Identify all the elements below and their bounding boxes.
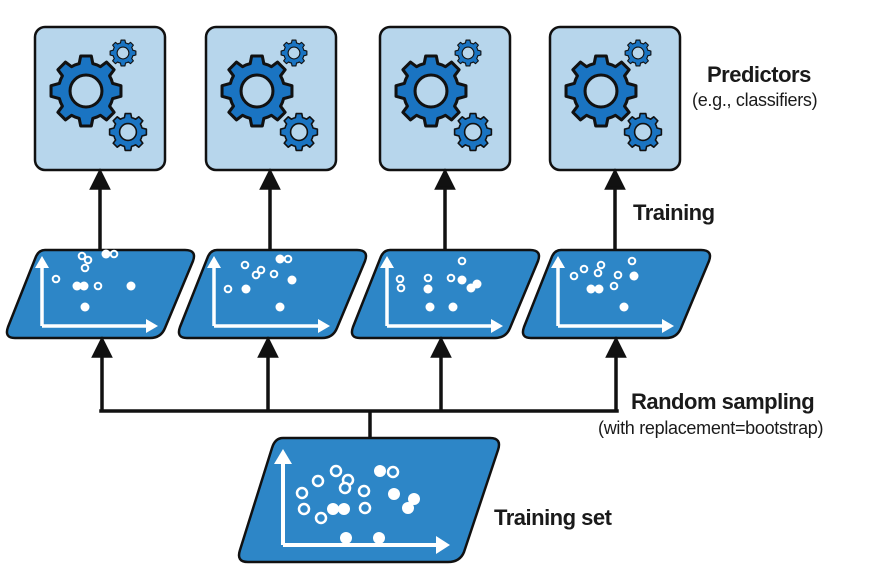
- data-point-ring: [423, 273, 433, 283]
- data-point-ring: [251, 270, 261, 280]
- bootstrap-sample-3: [350, 248, 541, 340]
- bootstrap-sample-2: [177, 248, 368, 340]
- data-point-ring: [386, 465, 400, 479]
- predictors-label: Predictors: [707, 62, 811, 87]
- data-point-ring: [297, 502, 311, 516]
- data-point-ring: [569, 271, 579, 281]
- data-point-filled: [275, 254, 285, 264]
- data-point-filled: [340, 532, 352, 544]
- training-set-label: Training set: [494, 505, 612, 530]
- scatter-plot-icon: [380, 256, 503, 333]
- data-point-ring: [240, 260, 250, 270]
- data-point-filled: [80, 302, 90, 312]
- bootstrap-sample-1: [5, 248, 196, 340]
- scatter-plot-icon: [274, 449, 450, 554]
- data-point-ring: [283, 254, 293, 264]
- subset-background: [350, 248, 541, 340]
- predictor-1: [33, 25, 167, 172]
- data-point-ring: [627, 256, 637, 266]
- data-point-ring: [579, 264, 589, 274]
- data-point-filled: [374, 465, 386, 477]
- data-point-filled: [586, 284, 596, 294]
- data-point-ring: [83, 255, 93, 265]
- data-point-ring: [329, 464, 343, 478]
- predictor-4: [548, 25, 682, 172]
- data-point-ring: [223, 284, 233, 294]
- bootstrap-sample-4: [521, 248, 712, 340]
- training-arrows: [89, 168, 626, 250]
- data-point-filled: [287, 275, 297, 285]
- data-point-filled: [619, 302, 629, 312]
- data-point-ring: [314, 511, 328, 525]
- training-label: Training: [633, 200, 715, 225]
- data-point-ring: [269, 269, 279, 279]
- data-point-ring: [396, 283, 406, 293]
- data-point-filled: [457, 275, 467, 285]
- sampling-arrows: [91, 336, 627, 438]
- data-point-ring: [295, 486, 309, 500]
- data-point-ring: [93, 281, 103, 291]
- predictor-3: [378, 25, 512, 172]
- scatter-plot-icon: [207, 254, 330, 333]
- subset-background: [5, 248, 196, 340]
- data-point-ring: [80, 263, 90, 273]
- data-point-filled: [594, 284, 604, 294]
- data-point-ring: [358, 501, 372, 515]
- data-point-filled: [388, 488, 400, 500]
- data-point-filled: [327, 503, 339, 515]
- data-point-filled: [338, 503, 350, 515]
- data-point-filled: [402, 502, 414, 514]
- subset-background: [177, 248, 368, 340]
- data-point-ring: [256, 265, 266, 275]
- data-point-filled: [448, 302, 458, 312]
- data-point-ring: [457, 256, 467, 266]
- data-point-filled: [373, 532, 385, 544]
- subset-background: [521, 248, 712, 340]
- data-point-filled: [408, 493, 420, 505]
- data-point-filled: [241, 284, 251, 294]
- random-sampling-label: Random sampling: [631, 389, 815, 414]
- data-point-ring: [77, 251, 87, 261]
- predictors-sublabel: (e.g., classifiers): [692, 90, 818, 110]
- data-point-filled: [425, 302, 435, 312]
- data-point-filled: [275, 302, 285, 312]
- data-point-filled: [466, 283, 476, 293]
- data-point-ring: [596, 260, 606, 270]
- data-point-filled: [126, 281, 136, 291]
- random-sampling-sublabel: (with replacement=bootstrap): [598, 418, 824, 438]
- data-point-filled: [423, 284, 433, 294]
- data-point-ring: [446, 273, 456, 283]
- data-point-filled: [79, 281, 89, 291]
- data-point-ring: [357, 484, 371, 498]
- data-point-ring: [609, 281, 619, 291]
- data-point-filled: [72, 281, 82, 291]
- data-point-ring: [395, 274, 405, 284]
- data-point-ring: [613, 270, 623, 280]
- scatter-plot-icon: [551, 256, 674, 333]
- data-point-ring: [593, 268, 603, 278]
- data-point-ring: [311, 474, 325, 488]
- scatter-plot-icon: [35, 249, 158, 333]
- data-point-filled: [629, 271, 639, 281]
- predictor-2: [204, 25, 338, 172]
- data-point-ring: [338, 481, 352, 495]
- data-point-ring: [109, 249, 119, 259]
- data-point-filled: [101, 249, 111, 259]
- training-set: [237, 436, 501, 564]
- data-point-ring: [51, 274, 61, 284]
